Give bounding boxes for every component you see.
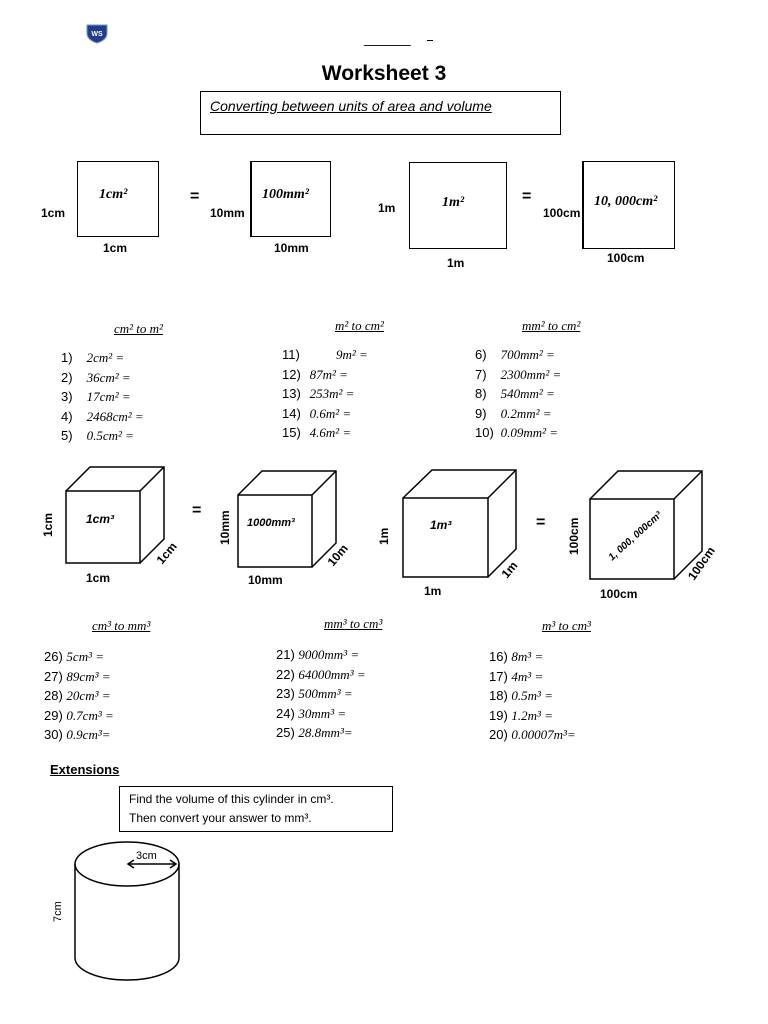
list-item: 30) 0.9cm³= xyxy=(44,727,111,742)
extensions-box: Find the volume of this cylinder in cm³.… xyxy=(119,786,393,832)
volume-list-2: 21) 9000mm³ = 22) 64000mm³ = 23) 500mm³ … xyxy=(276,645,366,743)
volume-list-3: 16) 8m³ = 17) 4m³ = 18) 0.5m³ = 19) 1.2m… xyxy=(489,647,576,745)
list-item: 1) 2cm² = xyxy=(61,350,125,365)
list-item: 24) 30mm³ = xyxy=(276,705,347,721)
area-heading-2: m² to cm² xyxy=(335,318,384,333)
shield-icon: WS xyxy=(86,24,108,44)
list-item: 21) 9000mm³ = xyxy=(276,647,360,662)
cube-1m3-depth: 1m xyxy=(499,559,521,581)
area-heading-3: mm² to cm² xyxy=(522,318,581,333)
cube-1m3-height: 1m xyxy=(377,528,391,545)
volume-heading-2: mm³ to cm³ xyxy=(324,616,383,631)
svg-text:WS: WS xyxy=(91,31,103,38)
list-item: 9) 0.2mm² = xyxy=(475,405,552,421)
list-item: 10) 0.09mm² = xyxy=(475,425,559,440)
list-item: 28) 20cm³ = xyxy=(44,688,111,703)
list-item: 25) 28.8mm³= xyxy=(276,725,353,740)
extensions-line-1: Find the volume of this cylinder in cm³. xyxy=(129,792,334,806)
square-1cm2-bottom: 1cm xyxy=(103,241,128,255)
square-1cm2-side: 1cm xyxy=(41,206,66,220)
list-item: 11)9m² = xyxy=(282,347,368,362)
extensions-line-2: Then convert your answer to mm³. xyxy=(129,811,312,825)
cube-1m3-label: 1m³ xyxy=(430,518,452,532)
volume-heading-3: m³ to cm³ xyxy=(542,618,591,633)
cube-1000mm3-depth: 10m xyxy=(325,542,351,569)
cylinder-radius-label: 3cm xyxy=(136,850,157,862)
volume-heading-1: cm³ to mm³ xyxy=(92,618,151,633)
subtitle: Converting between units of area and vol… xyxy=(210,98,492,114)
cube-1cm3-label: 1cm³ xyxy=(86,512,115,526)
cube-1000000cm3 xyxy=(589,470,703,580)
square-10000cm2-side: 100cm xyxy=(543,206,581,220)
cube-1000mm3-label: 1000mm³ xyxy=(247,517,295,529)
area-heading-1: cm² to m² xyxy=(114,321,163,336)
list-item: 27) 89cm³ = xyxy=(44,668,111,684)
list-item: 3) 17cm² = xyxy=(61,389,131,404)
square-10000cm2-label: 10, 000cm² xyxy=(594,194,658,209)
extensions-heading: Extensions xyxy=(50,762,120,777)
list-item: 20) 0.00007m³= xyxy=(489,727,576,742)
cube-1cm3-bottom: 1cm xyxy=(86,571,110,585)
square-1m2 xyxy=(409,162,507,249)
equals-volume-2: = xyxy=(536,514,545,531)
square-10000cm2-leftline xyxy=(582,161,584,249)
volume-diagrams: 1cm³ 1cm 1cm 1cm = 1000mm³ 10mm 10mm 10m… xyxy=(41,466,718,601)
list-item: 26) 5cm³ = xyxy=(44,649,104,664)
cylinder-height-label: 7cm xyxy=(52,901,64,922)
school-logo: WS xyxy=(86,24,108,44)
cylinder-diagram: 3cm 7cm xyxy=(52,841,180,981)
equals-area-1: = xyxy=(190,188,200,205)
list-item: 16) 8m³ = xyxy=(489,649,544,664)
cube-1cm3 xyxy=(65,466,165,564)
square-1cm2 xyxy=(77,161,159,237)
subtitle-box: Converting between units of area and vol… xyxy=(200,91,561,135)
cube-1cm3-depth: 1cm xyxy=(154,540,180,567)
list-item: 14) 0.6m² = xyxy=(282,405,352,421)
square-1m2-side: 1m xyxy=(378,201,396,215)
cube-1cm3-height: 1cm xyxy=(41,513,55,537)
list-item: 23) 500mm³ = xyxy=(276,686,353,701)
square-1m2-bottom: 1m xyxy=(447,256,465,270)
cube-1000mm3 xyxy=(237,470,337,568)
cube-1m3-bottom: 1m xyxy=(424,584,441,598)
list-item: 19) 1.2m³ = xyxy=(489,707,553,723)
list-item: 7) 2300mm² = xyxy=(475,366,562,382)
name-blank: ______ xyxy=(364,30,411,46)
list-item: 5) 0.5cm² = xyxy=(61,428,134,443)
square-1cm2-label: 1cm² xyxy=(99,187,128,202)
cube-1000000cm3-bottom: 100cm xyxy=(600,587,637,601)
cube-1000mm3-height: 10mm xyxy=(218,510,232,545)
square-10000cm2 xyxy=(582,161,675,249)
square-100mm2-bottom: 10mm xyxy=(274,241,309,255)
volume-list-1: 26) 5cm³ = 27) 89cm³ = 28) 20cm³ = 29) 0… xyxy=(44,647,114,745)
list-item: 18) 0.5m³ = xyxy=(489,688,553,703)
list-item: 8) 540mm² = xyxy=(475,386,555,401)
name-blank-dash xyxy=(427,40,433,41)
cube-1m3 xyxy=(402,469,517,578)
list-item: 17) 4m³ = xyxy=(489,668,544,684)
area-list-2: 11)9m² = 12) 87m² = 13) 253m² = 14) 0.6m… xyxy=(282,345,368,443)
list-item: 22) 64000mm³ = xyxy=(276,666,366,682)
cube-1000000cm3-height: 100cm xyxy=(567,518,581,555)
square-10000cm2-bottom: 100cm xyxy=(607,251,645,265)
area-list-3: 6) 700mm² = 7) 2300mm² = 8) 540mm² = 9) … xyxy=(475,345,561,443)
list-item: 12) 87m² = xyxy=(282,366,348,382)
list-item: 15) 4.6m² = xyxy=(282,425,352,440)
equals-volume-1: = xyxy=(192,502,201,519)
square-100mm2-leftline xyxy=(250,161,252,237)
square-100mm2 xyxy=(250,161,331,237)
area-list-1: 1) 2cm² = 2) 36cm² = 3) 17cm² = 4) 2468c… xyxy=(61,348,144,446)
square-1m2-label: 1m² xyxy=(442,195,465,210)
page-title: Worksheet 3 xyxy=(321,62,447,85)
list-item: 4) 2468cm² = xyxy=(61,408,144,424)
list-item: 29) 0.7cm³ = xyxy=(44,707,114,723)
list-item: 13) 253m² = xyxy=(282,386,355,401)
square-100mm2-label: 100mm² xyxy=(262,187,309,202)
list-item: 6) 700mm² = xyxy=(475,347,555,362)
equals-area-2: = xyxy=(522,188,532,205)
cube-1000mm3-bottom: 10mm xyxy=(248,573,283,587)
square-100mm2-side: 10mm xyxy=(210,206,245,220)
list-item: 2) 36cm² = xyxy=(61,369,131,385)
